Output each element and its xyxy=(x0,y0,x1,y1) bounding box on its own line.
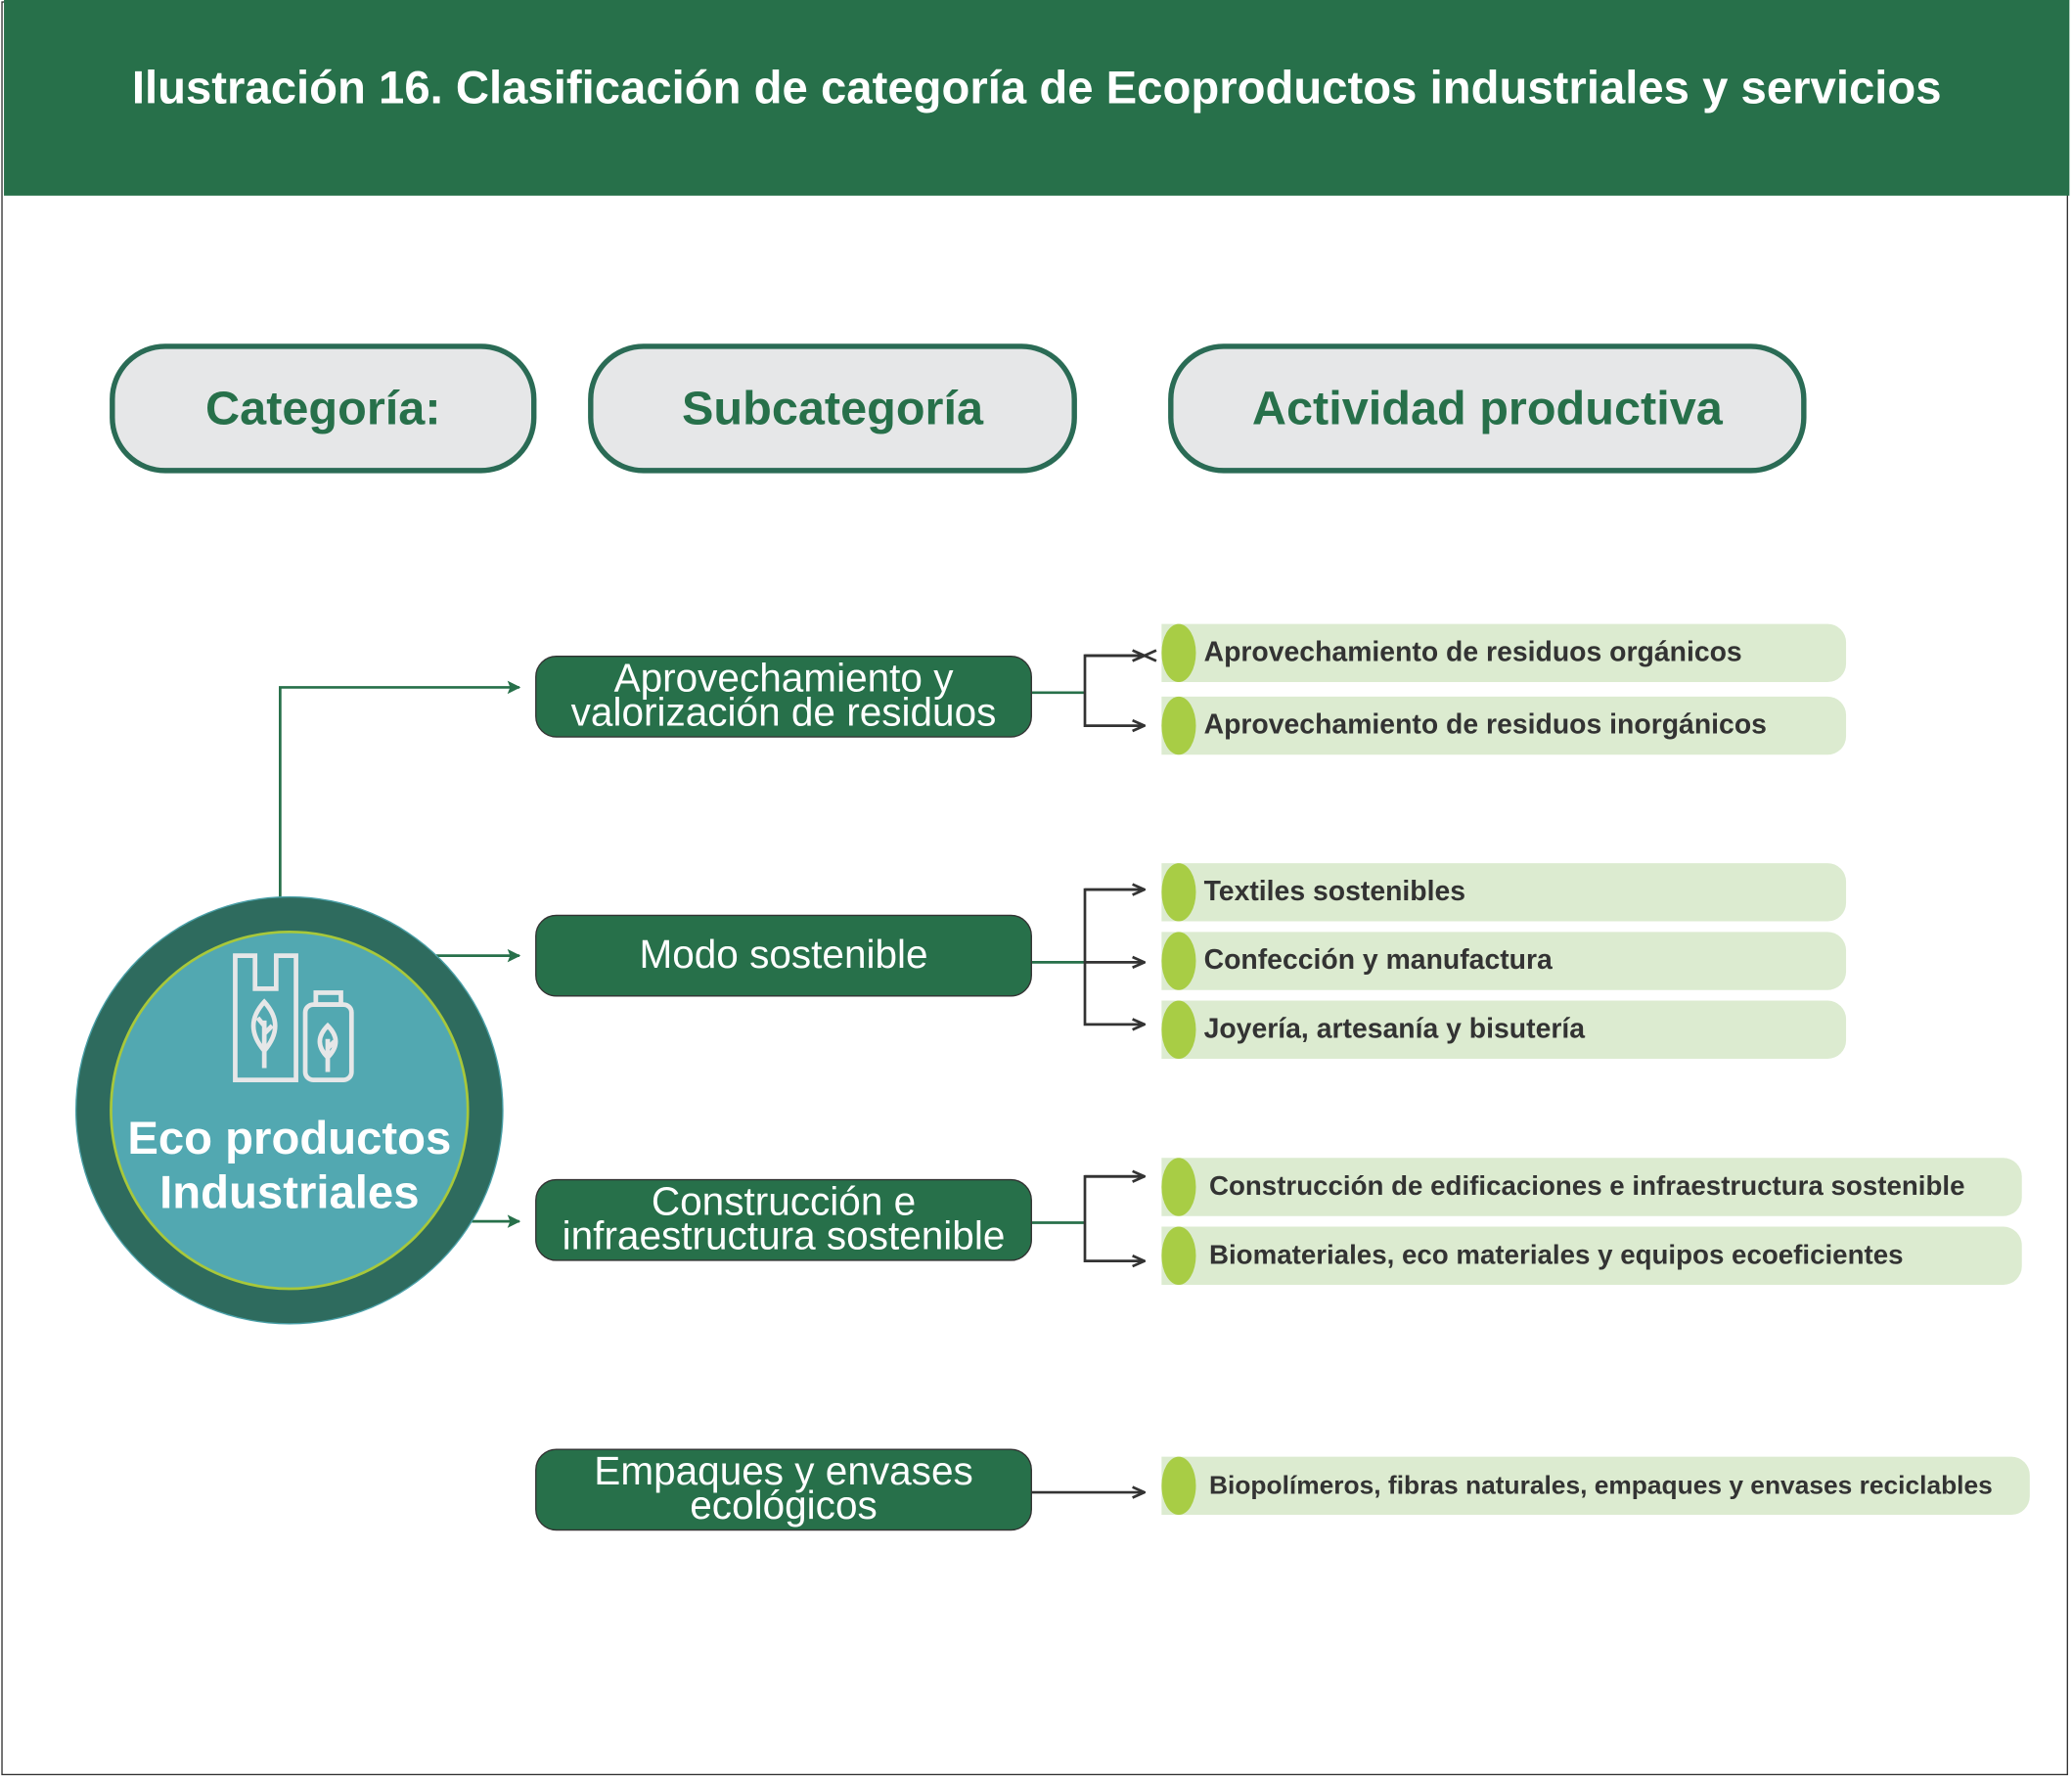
subcategory-line: Construcción e xyxy=(651,1180,917,1224)
activity-label: Aprovechamiento de residuos orgánicos xyxy=(1203,637,1742,668)
category-label-line2: Industriales xyxy=(159,1166,420,1219)
leaf-bullet-icon xyxy=(1161,1226,1196,1285)
header-subcategory: Subcategoría xyxy=(588,343,1077,474)
activity-item: Joyería, artesanía y bisutería xyxy=(1161,1000,1847,1059)
subcategory-line: Empaques y envases xyxy=(594,1449,973,1494)
activity-item: Textiles sostenibles xyxy=(1161,863,1847,922)
activity-label: Confección y manufactura xyxy=(1203,944,1553,976)
header-category: Categoría: xyxy=(110,343,537,474)
header-activity: Actividad productiva xyxy=(1168,343,1807,474)
activity-item: Aprovechamiento de residuos orgánicos xyxy=(1161,623,1847,683)
subcategory-modo: Modo sostenible xyxy=(535,914,1032,997)
activity-label: Biopolímeros, fibras naturales, empaques… xyxy=(1208,1470,1993,1500)
activity-item: Construcción de edificaciones e infraest… xyxy=(1161,1158,2022,1216)
leaf-bullet-icon xyxy=(1161,623,1196,683)
activity-label: Biomateriales, eco materiales y equipos … xyxy=(1208,1240,1904,1271)
leaf-bullet-icon xyxy=(1161,696,1196,755)
activity-label: Construcción de edificaciones e infraest… xyxy=(1208,1170,1965,1202)
leaf-bullet-icon xyxy=(1161,932,1196,990)
bag-and-bottle-leaf-icon xyxy=(233,953,354,1082)
activity-label: Textiles sostenibles xyxy=(1203,876,1466,907)
subcategory-line: Modo sostenible xyxy=(639,933,928,978)
activity-item: Aprovechamiento de residuos inorgánicos xyxy=(1161,696,1847,755)
title: Ilustración 16. Clasificación de categor… xyxy=(131,62,1942,114)
leaf-bullet-icon xyxy=(1161,1000,1196,1059)
subcategory-line: infraestructura sostenible xyxy=(562,1214,1006,1258)
connector-1 xyxy=(279,680,521,899)
subcategory-line: ecológicos xyxy=(690,1483,878,1528)
activity-item: Confección y manufactura xyxy=(1161,932,1847,990)
activity-item: Biomateriales, eco materiales y equipos … xyxy=(1161,1226,2022,1285)
subcategory-line: Aprovechamiento y xyxy=(613,657,954,701)
activity-label: Joyería, artesanía y bisutería xyxy=(1203,1014,1586,1045)
activity-label: Aprovechamiento de residuos inorgánicos xyxy=(1203,709,1767,741)
leaf-bullet-icon xyxy=(1161,863,1196,922)
subcategory-line: valorización de residuos xyxy=(570,691,997,736)
leaf-bullet-icon xyxy=(1161,1158,1196,1216)
activity-item: Biopolímeros, fibras naturales, empaques… xyxy=(1161,1456,2030,1516)
title-banner: Ilustración 16. Clasificación de categor… xyxy=(4,0,2070,196)
leaf-bullet-icon xyxy=(1161,1456,1196,1516)
category-label-line1: Eco productos xyxy=(127,1113,452,1165)
